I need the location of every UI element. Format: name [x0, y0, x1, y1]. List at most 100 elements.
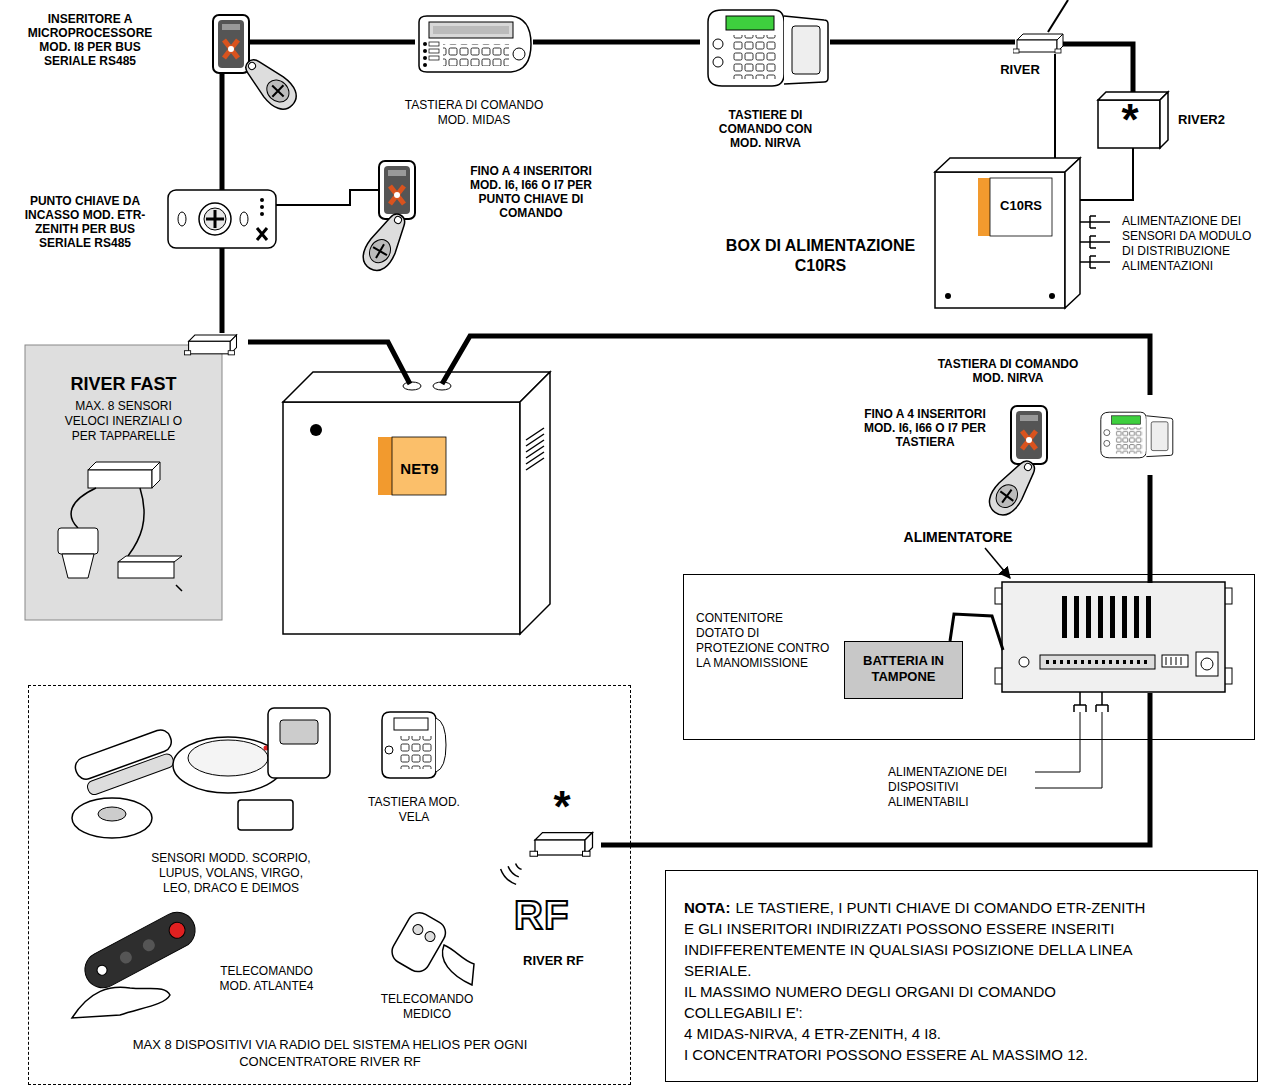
node-text: LE TASTIERE, I PUNTI CHIAVE DI COMANDO E…	[684, 899, 1145, 979]
thin-wire	[1054, 54, 1056, 158]
text-slot: MAX. 8 SENSORI VELOCI INERZIALI O PER TA…	[61, 399, 186, 444]
text-slot: TASTIERA DI COMANDO MOD. MIDAS	[399, 98, 549, 128]
text-slot: INSERITORE A MICROPROCESSORE MOD. I8 PER…	[15, 12, 165, 68]
node-text: NET9	[392, 458, 447, 479]
device-node: INSERITORE A MICROPROCESSORE MOD. I8 PER…	[212, 14, 250, 74]
thin-wire	[1080, 148, 1133, 200]
panel-node: RIVER FAST MAX. 8 SENSORI VELOCI INERZIAL…	[25, 333, 248, 620]
text-slot: FINO A 4 INSERITORI MOD. I6, I66 O I7 PE…	[456, 164, 606, 220]
node-text: *	[544, 785, 580, 829]
cabinet-node: C10RSBOX DI ALIMENTAZIONE C10RS	[935, 158, 1080, 308]
node-text: C10RS	[992, 198, 1050, 214]
node-text: RIVER RF	[523, 953, 603, 969]
node-text: IL MASSIMO NUMERO DEGLI ORGANI DI COMAND…	[684, 981, 1157, 1023]
junction-node: *RIVER2	[1098, 92, 1168, 148]
node-text: TASTIERA DI COMANDO MOD. NIRVA	[933, 357, 1083, 385]
wireless-sensors	[72, 708, 330, 838]
device-node: TELECOMANDO MOD. ATLANTE4	[71, 906, 206, 1021]
text-slot: SENSORI MODD. SCORPIO, LUPUS, VOLANS, VI…	[151, 851, 311, 896]
callout-label: ALIMENTAZIONE DEI SENSORI DA MODULO DI D…	[1122, 214, 1262, 274]
text-slot: TELECOMANDO MEDICO	[367, 992, 487, 1022]
node-text: I CONCENTRATORI POSSONO ESSERE AL MASSIM…	[684, 1044, 1157, 1065]
river2-box	[1098, 92, 1168, 148]
text-slot: ALIMENTAZIONE DEI SENSORI DA MODULO DI D…	[1122, 214, 1262, 274]
bus-wire	[220, 248, 225, 333]
device-node: SENSORI MODD. SCORPIO, LUPUS, VOLANS, VI…	[71, 701, 341, 846]
text-slot: ALIMENTATORE	[883, 529, 1033, 546]
device-node: TASTIERE DI COMANDO CON MOD. NIRVA	[700, 8, 830, 88]
callout-label: ALIMENTAZIONE DEI DISPOSITIVI ALIMENTABI…	[888, 765, 1028, 810]
node-text: RF	[514, 893, 584, 937]
node-text: ALIMENTATORE	[883, 529, 1033, 546]
device-node: FINO A 4 INSERITORI MOD. I6, I66 O I7 PE…	[378, 160, 416, 220]
text-slot: FINO A 4 INSERITORI MOD. I6, I66 O I7 PE…	[850, 407, 1000, 449]
text-slot: RIVER FAST	[25, 373, 222, 395]
radio-region: MAX 8 DISPOSITIVI VIA RADIO DEL SISTEMA …	[28, 685, 631, 1085]
device-node: TELECOMANDO MEDICO	[379, 906, 474, 986]
bus-wire	[830, 40, 1015, 45]
node-text: RIVER2	[1178, 112, 1238, 128]
node-text: FINO A 4 INSERITORI MOD. I6, I66 O I7 PE…	[850, 407, 1000, 449]
enclosure-box: CONTENITORE DOTATO DI PROTEZIONE CONTRO …	[683, 574, 1255, 740]
alimentatore-unit	[985, 548, 1232, 788]
text-slot: TASTIERA MOD. VELA	[364, 795, 464, 825]
node-text: TASTIERA MOD. VELA	[364, 795, 464, 825]
cabinet-node: NET9	[283, 384, 551, 634]
bus-wire	[533, 40, 700, 45]
c10rs-cabinet	[935, 158, 1110, 308]
text-slot: *	[1112, 98, 1148, 142]
junction-node: RIVER	[1015, 34, 1063, 54]
text-slot: TELECOMANDO MOD. ATLANTE4	[209, 964, 324, 994]
node-text: TASTIERA DI COMANDO MOD. MIDAS	[399, 98, 549, 128]
node-text: RIVER	[995, 62, 1045, 78]
midas-keypad	[419, 16, 531, 72]
text-slot: BOX DI ALIMENTAZIONE C10RS	[713, 236, 928, 276]
bus-wire	[442, 336, 1150, 395]
note-box: NOTA:LE TASTIERE, I PUNTI CHIAVE DI COMA…	[665, 870, 1258, 1082]
bus-wire	[1063, 44, 1133, 92]
node-text: *	[1112, 98, 1148, 142]
bus-wire	[250, 40, 415, 45]
node-text: CONTENITORE DOTATO DI PROTEZIONE CONTRO …	[696, 611, 831, 671]
text-slot: NET9	[392, 458, 447, 479]
node-text: PUNTO CHIAVE DA INCASSO MOD. ETR-ZENITH …	[15, 194, 155, 250]
device-node: TASTIERA DI COMANDO MOD. MIDAS	[415, 14, 533, 74]
bus-wire	[220, 74, 225, 190]
device-node: TASTIERA DI COMANDO MOD. NIRVA	[1098, 395, 1173, 475]
inseritore-i8	[213, 15, 302, 115]
vela-keypad	[382, 712, 446, 778]
node-text: NOTA:	[684, 899, 730, 916]
text-paragraph: NOTA:LE TASTIERE, I PUNTI CHIAVE DI COMA…	[684, 897, 1157, 981]
nirva-keypad	[708, 10, 828, 86]
node-text: MAX. 8 SENSORI VELOCI INERZIALI O PER TA…	[61, 399, 186, 444]
bus-wire	[248, 342, 410, 384]
river-fast-panel	[25, 335, 237, 620]
node-text: BATTERIA IN TAMPONE	[845, 653, 962, 685]
device-node: TASTIERA MOD. VELA	[379, 711, 449, 781]
text-slot: C10RS	[992, 198, 1050, 214]
inseritore-tastiera	[983, 406, 1047, 521]
device-node: ALIMENTATORE	[1003, 583, 1226, 693]
text-slot: CONTENITORE DOTATO DI PROTEZIONE CONTRO …	[696, 611, 831, 671]
node-text: TELECOMANDO MEDICO	[367, 992, 487, 1022]
node-text: RIVER FAST	[25, 373, 222, 395]
text-slot: ALIMENTAZIONE DEI DISPOSITIVI ALIMENTABI…	[888, 765, 1028, 810]
nirva-keypad	[1101, 412, 1173, 458]
node-text: MAX 8 DISPOSITIVI VIA RADIO DEL SISTEMA …	[120, 1036, 540, 1070]
text-slot: TASTIERE DI COMANDO CON MOD. NIRVA	[708, 108, 823, 150]
text-slot: TASTIERA DI COMANDO MOD. NIRVA	[933, 357, 1083, 385]
node-text: FINO A 4 INSERITORI MOD. I6, I66 O I7 PE…	[456, 164, 606, 220]
text-slot: RIVER2	[1178, 112, 1238, 128]
text-slot: *	[544, 785, 580, 829]
bus-wire	[1148, 475, 1153, 583]
battery-box: BATTERIA IN TAMPONE	[844, 641, 963, 699]
device-node: PUNTO CHIAVE DA INCASSO MOD. ETR-ZENITH …	[168, 190, 276, 248]
text-slot: RF	[514, 893, 584, 937]
junction-node: *RFRIVER RF	[526, 831, 601, 861]
river-box	[1013, 0, 1068, 53]
node-text: INSERITORE A MICROPROCESSORE MOD. I8 PER…	[15, 12, 165, 68]
river-rf-box	[501, 833, 593, 885]
atlante4-remote	[72, 906, 201, 1018]
text-slot: MAX 8 DISPOSITIVI VIA RADIO DEL SISTEMA …	[120, 1036, 540, 1070]
